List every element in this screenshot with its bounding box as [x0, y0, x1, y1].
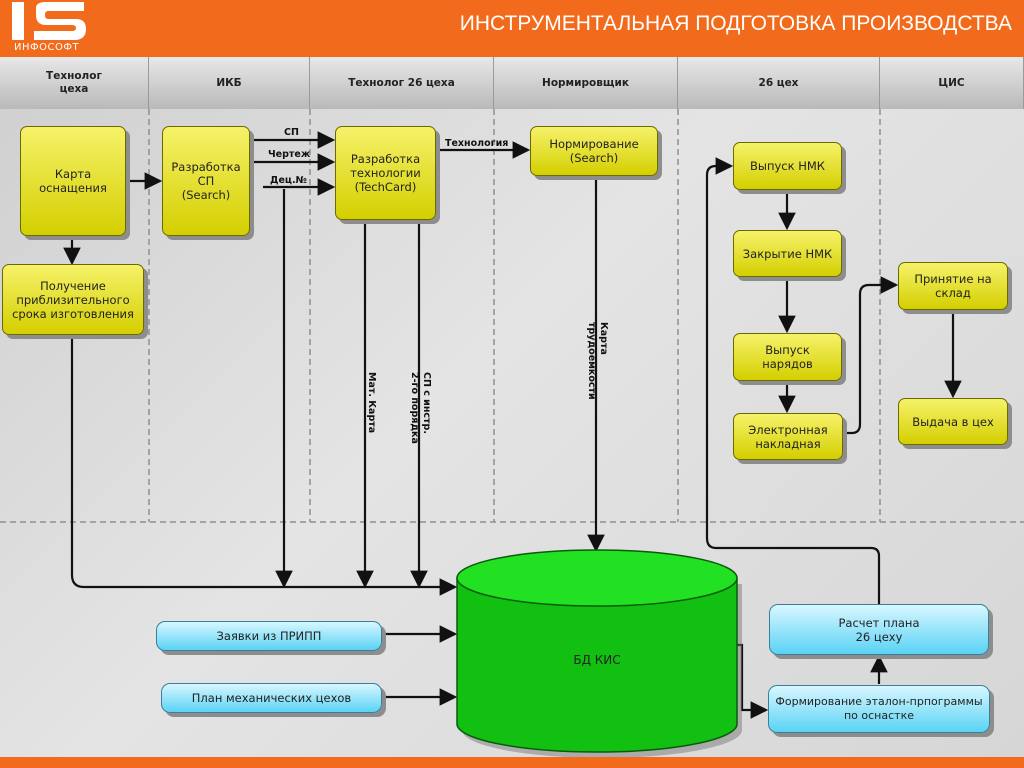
- header-bar: ИНФОСОФТ ИНСТРУМЕНТАЛЬНАЯ ПОДГОТОВКА ПРО…: [0, 0, 1024, 57]
- node-razrabotka-tehnologii[interactable]: Разработка технологии (TechCard): [335, 126, 436, 220]
- node-karta-osnascheniya[interactable]: Карта оснащения: [20, 126, 126, 236]
- flow-arrows: [63, 131, 962, 719]
- edge-label-dec: Дец.№: [270, 175, 307, 186]
- lane-tehnolog-ceha: Технолог цеха: [0, 57, 149, 109]
- page-title: ИНСТРУМЕНТАЛЬНАЯ ПОДГОТОВКА ПРОИЗВОДСТВА: [459, 12, 1012, 35]
- node-vydacha-v-ceh[interactable]: Выдача в цех: [898, 398, 1008, 445]
- node-zakrytie-nmk[interactable]: Закрытие НМК: [733, 230, 842, 277]
- node-zayavki-pripp[interactable]: Заявки из ПРИПП: [156, 621, 382, 651]
- node-vypusk-naryadov[interactable]: Выпуск нарядов: [733, 333, 842, 381]
- edge-label-chertezh: Чертеж: [268, 149, 311, 160]
- lane-tehnolog-26: Технолог 26 цеха: [310, 57, 494, 109]
- node-vypusk-nmk[interactable]: Выпуск НМК: [733, 142, 842, 190]
- footer-bar: [0, 757, 1024, 768]
- node-raschet-plana[interactable]: Расчет плана 26 цеху: [769, 604, 989, 655]
- lane-26-ceh: 26 цех: [678, 57, 880, 109]
- node-normirovanie[interactable]: Нормирование (Search): [530, 126, 658, 176]
- edge-label-sp: СП: [284, 127, 299, 138]
- lane-ikb: ИКБ: [149, 57, 310, 109]
- node-prinyatie-na-sklad[interactable]: Принятие на склад: [898, 262, 1008, 310]
- node-plan-meh-cehov[interactable]: План механических цехов: [161, 683, 382, 713]
- node-formirovanie-etalon[interactable]: Формирование эталон-прпограммы по оснаст…: [768, 685, 990, 733]
- node-elektronnaya-nakladnaya[interactable]: Электронная накладная: [733, 413, 843, 460]
- database-cylinder: [456, 549, 742, 758]
- edge-label-mat-karta: Мат. Карта: [366, 372, 377, 434]
- edge-label-tehnologiya: Технология: [445, 138, 509, 149]
- lane-dividers: [0, 109, 1024, 523]
- node-poluchenie-sroka[interactable]: Получение приблизительного срока изготов…: [2, 264, 144, 335]
- logo-caption: ИНФОСОФТ: [14, 42, 80, 53]
- node-bd-kis[interactable]: БД КИС: [573, 653, 621, 667]
- edge-label-karta-trud: Карта трудоемкости: [586, 322, 609, 400]
- lane-normirovshik: Нормировщик: [494, 57, 678, 109]
- node-razrabotka-sp[interactable]: Разработка СП (Search): [162, 126, 250, 236]
- infosoft-logo: [12, 2, 86, 40]
- edge-label-sp-instr: СП с инстр. 2-го порядка: [409, 372, 432, 444]
